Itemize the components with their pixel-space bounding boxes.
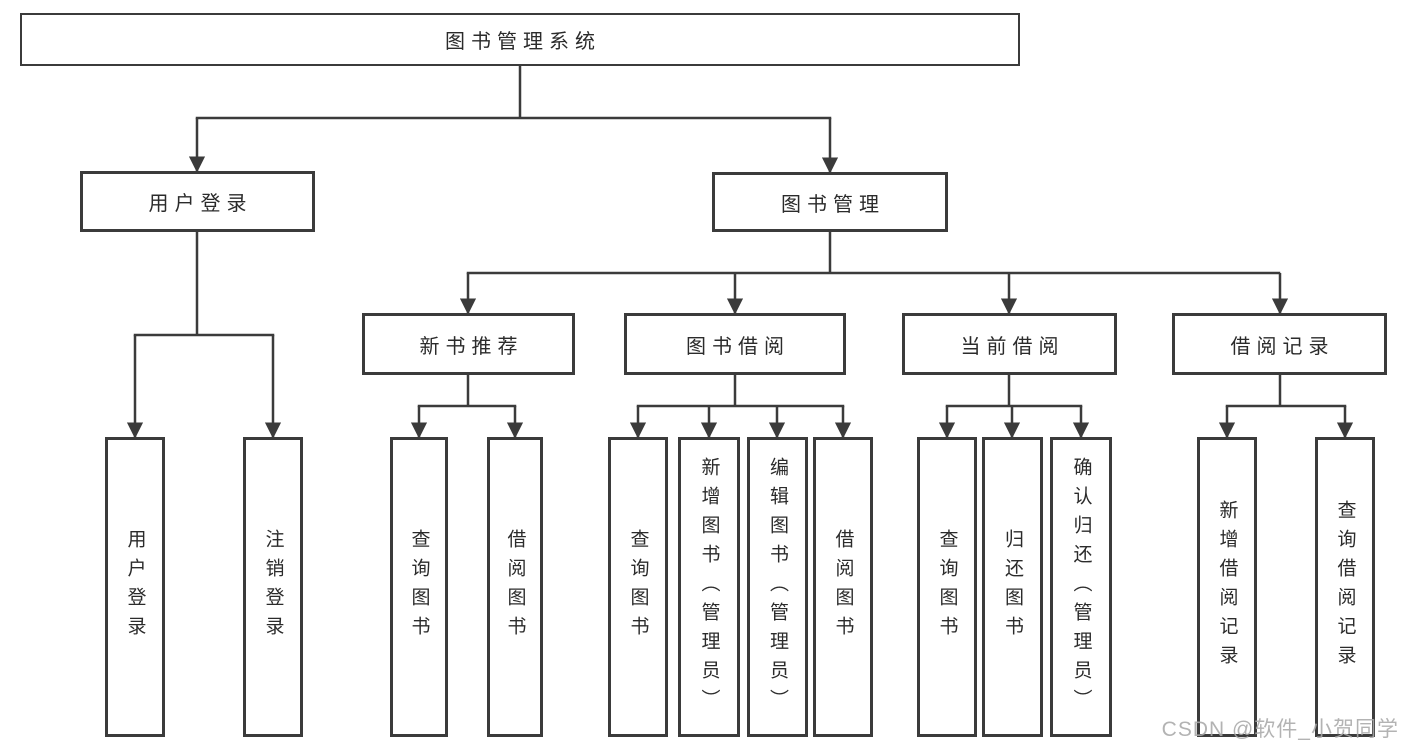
node-label: 图书借阅 [686, 335, 790, 358]
node-label: 借阅记录 [1230, 335, 1335, 358]
node-borrowing-records: 借阅记录 [1172, 313, 1387, 375]
leaf-user-login: 用户登录 [105, 437, 165, 737]
node-label: 当前借阅 [960, 335, 1065, 358]
leaf-borrow-books-1: 借阅图书 [487, 437, 543, 737]
leaf-query-borrow-record: 查询借阅记录 [1315, 437, 1375, 737]
leaf-query-books-1: 查询图书 [390, 437, 448, 737]
node-book-borrowing: 图书借阅 [624, 313, 846, 375]
node-label: 归还图书 [1002, 529, 1023, 645]
node-label: 新增借阅记录 [1216, 500, 1238, 674]
node-label: 查询图书 [408, 529, 430, 645]
node-user-login: 用户登录 [80, 171, 315, 232]
node-library-management-system: 图书管理系统 [20, 13, 1020, 66]
node-label: 借阅图书 [832, 529, 854, 645]
node-label: 查询图书 [936, 529, 958, 645]
node-label: 新增图书（管理员） [698, 456, 720, 718]
node-label: 注销登录 [262, 529, 284, 645]
node-new-book-recommendation: 新书推荐 [362, 313, 575, 375]
node-label: 查询借阅记录 [1334, 500, 1356, 674]
node-label: 新书推荐 [419, 335, 524, 358]
leaf-add-borrow-record: 新增借阅记录 [1197, 437, 1257, 737]
leaf-borrow-books-2: 借阅图书 [813, 437, 873, 737]
node-label: 用户登录 [124, 529, 146, 645]
leaf-edit-books-admin: 编辑图书（管理员） [747, 437, 808, 737]
node-label: 借阅图书 [504, 529, 526, 645]
leaf-confirm-return-admin: 确认归还（管理员） [1050, 437, 1112, 737]
node-book-management: 图书管理 [712, 172, 948, 232]
leaf-logout: 注销登录 [243, 437, 303, 737]
node-label: 图书管理 [781, 193, 885, 216]
node-label: 查询图书 [627, 529, 649, 645]
node-label: 编辑图书（管理员） [767, 456, 788, 718]
leaf-query-books-3: 查询图书 [917, 437, 977, 737]
node-label: 图书管理系统 [445, 31, 601, 53]
node-current-borrowing: 当前借阅 [902, 313, 1117, 375]
node-label: 确认归还（管理员） [1070, 456, 1092, 718]
leaf-add-books-admin: 新增图书（管理员） [678, 437, 740, 737]
node-label: 用户登录 [148, 193, 253, 215]
leaf-return-books: 归还图书 [982, 437, 1043, 737]
leaf-query-books-2: 查询图书 [608, 437, 668, 737]
csdn-watermark: CSDN @软件_小贺同学 [1161, 718, 1399, 741]
